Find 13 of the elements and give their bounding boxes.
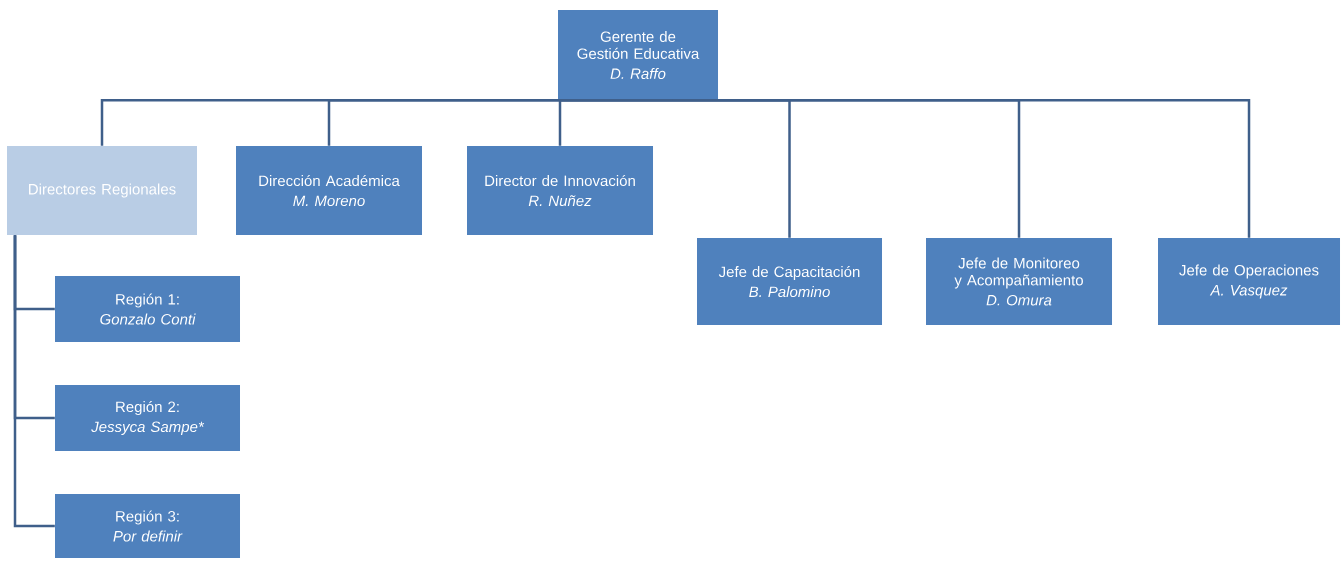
connector-line (558, 98, 672, 146)
connector-line (13, 235, 55, 528)
connector-line (672, 98, 1251, 238)
position-box: Gerente de Gestión Educativa D. Raffo (558, 10, 718, 100)
position-box: Jefe de Capacitación B. Palomino (697, 238, 882, 325)
position-box: Región 3: Por definir (55, 494, 240, 558)
group-box: Directores Regionales (7, 146, 197, 235)
position-box: Región 1: Gonzalo Conti (55, 276, 240, 342)
position-box: Dirección Académica M. Moreno (236, 146, 422, 235)
position-box: Jefe de Operaciones A. Vasquez (1158, 238, 1340, 325)
position-box: Director de Innovación R. Nuñez (467, 146, 653, 235)
position-box: Región 2: Jessyca Sampe* (55, 385, 240, 451)
position-box: Jefe de Monitoreo y Acompañamiento D. Omura (926, 238, 1112, 325)
